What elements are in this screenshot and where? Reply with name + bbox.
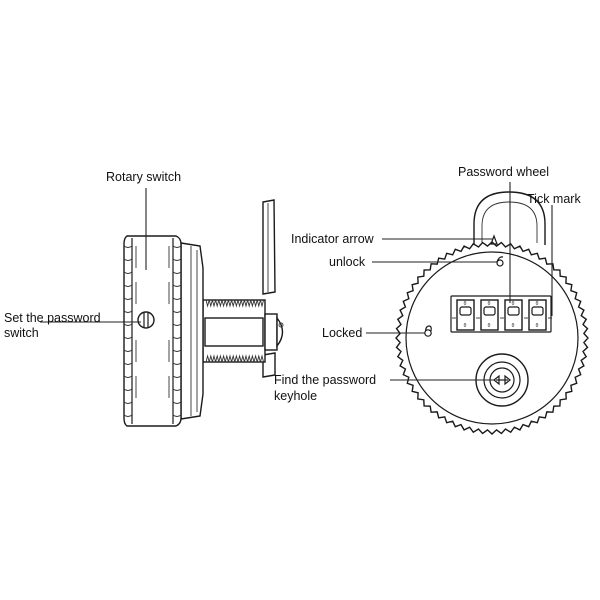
wheel-1-digit-below: 0 (464, 323, 467, 329)
lock-front-view: 0 0 0 0 0 0 0 0 (395, 191, 589, 435)
callout-labels: Rotary switch Set the password switch Pa… (4, 165, 581, 403)
label-tick-mark: Tick mark (527, 192, 581, 206)
threaded-shaft (202, 299, 284, 363)
password-wheels: 0 0 0 0 0 0 0 0 (450, 295, 552, 333)
password-wheel-2: 0 0 (480, 299, 499, 331)
wheel-3-digit-below: 0 (512, 323, 515, 329)
wheel-2-digit: 0 (488, 301, 491, 307)
label-find-keyhole-line2: keyhole (274, 389, 317, 403)
label-rotary-switch: Rotary switch (106, 170, 181, 184)
serrated-outer-ring (395, 241, 589, 435)
unlock-icon (496, 256, 504, 267)
mounting-flange (180, 242, 204, 420)
password-wheel-1: 0 0 (456, 299, 475, 331)
wheel-2-digit-below: 0 (488, 323, 491, 329)
label-set-password-line2: switch (4, 326, 39, 340)
indicator-arrow (490, 234, 498, 245)
password-wheel-4: 0 0 (528, 299, 547, 331)
label-set-password-line1: Set the password (4, 311, 101, 325)
latch-plate (262, 199, 276, 378)
leader-lines (40, 182, 553, 381)
set-password-switch (137, 311, 155, 329)
label-unlock: unlock (329, 255, 366, 269)
rotary-knob (123, 235, 182, 427)
password-wheel-3: 0 0 (504, 299, 523, 331)
wheel-3-digit: 0 (512, 301, 515, 307)
label-locked: Locked (322, 326, 362, 340)
label-indicator-arrow: Indicator arrow (291, 232, 375, 246)
wheel-4-digit-below: 0 (536, 323, 539, 329)
lock-side-view (123, 199, 284, 427)
lock-face (405, 251, 579, 425)
wheel-1-digit: 0 (464, 301, 467, 307)
wheel-4-digit: 0 (536, 301, 539, 307)
label-find-keyhole-line1: Find the password (274, 373, 376, 387)
label-password-wheel: Password wheel (458, 165, 549, 179)
